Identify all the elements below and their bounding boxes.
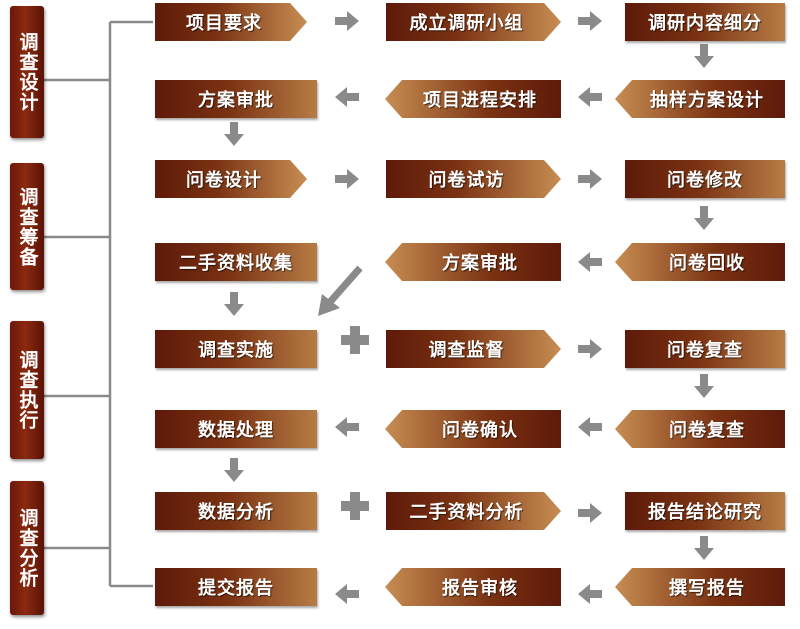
step-project-requirements: 项目要求 bbox=[155, 3, 307, 41]
bracket-lines bbox=[44, 20, 153, 588]
step-report-conclusion-study: 报告结论研究 bbox=[625, 492, 785, 530]
step-plan-approval: 方案审批 bbox=[155, 80, 317, 118]
step-questionnaire-design: 问卷设计 bbox=[155, 160, 307, 198]
phase-execution: 调查执行 bbox=[10, 321, 44, 459]
step-survey-supervision: 调查监督 bbox=[386, 330, 561, 368]
step-survey-implementation: 调查实施 bbox=[155, 330, 317, 368]
arrows-right bbox=[335, 11, 602, 523]
step-questionnaire-recheck: 问卷复查 bbox=[625, 330, 785, 368]
step-form-research-team: 成立调研小组 bbox=[386, 3, 561, 41]
step-plan-approval-2: 方案审批 bbox=[385, 243, 561, 281]
phase-preparation: 调查筹备 bbox=[10, 163, 44, 290]
step-data-analysis: 数据分析 bbox=[155, 492, 317, 530]
arrows-left bbox=[335, 87, 602, 604]
phase-design: 调查设计 bbox=[10, 6, 44, 138]
step-data-processing: 数据处理 bbox=[155, 410, 317, 448]
phase-label: 调查设计 bbox=[16, 32, 39, 112]
step-submit-report: 提交报告 bbox=[155, 568, 317, 606]
step-questionnaire-confirmation: 问卷确认 bbox=[385, 410, 561, 448]
arrow-diagonal bbox=[318, 265, 363, 316]
step-questionnaire-pilot: 问卷试访 bbox=[386, 160, 561, 198]
plus-signs bbox=[341, 326, 369, 520]
step-secondary-data-analysis: 二手资料分析 bbox=[386, 492, 561, 530]
arrows-down bbox=[224, 44, 714, 560]
step-report-review: 报告审核 bbox=[385, 568, 561, 606]
phase-label: 调查执行 bbox=[16, 350, 39, 430]
step-refine-research-content: 调研内容细分 bbox=[625, 3, 785, 41]
step-sampling-plan-design: 抽样方案设计 bbox=[615, 80, 785, 118]
phase-label: 调查分析 bbox=[16, 508, 39, 588]
phase-label: 调查筹备 bbox=[16, 186, 39, 267]
step-questionnaire-revision: 问卷修改 bbox=[625, 160, 785, 198]
step-project-schedule: 项目进程安排 bbox=[385, 80, 561, 118]
step-questionnaire-recheck-2: 问卷复查 bbox=[615, 410, 785, 448]
phase-analysis: 调查分析 bbox=[10, 481, 44, 615]
step-secondary-data-collection: 二手资料收集 bbox=[155, 243, 317, 281]
step-write-report: 撰写报告 bbox=[615, 568, 785, 606]
step-questionnaire-collection: 问卷回收 bbox=[615, 243, 785, 281]
